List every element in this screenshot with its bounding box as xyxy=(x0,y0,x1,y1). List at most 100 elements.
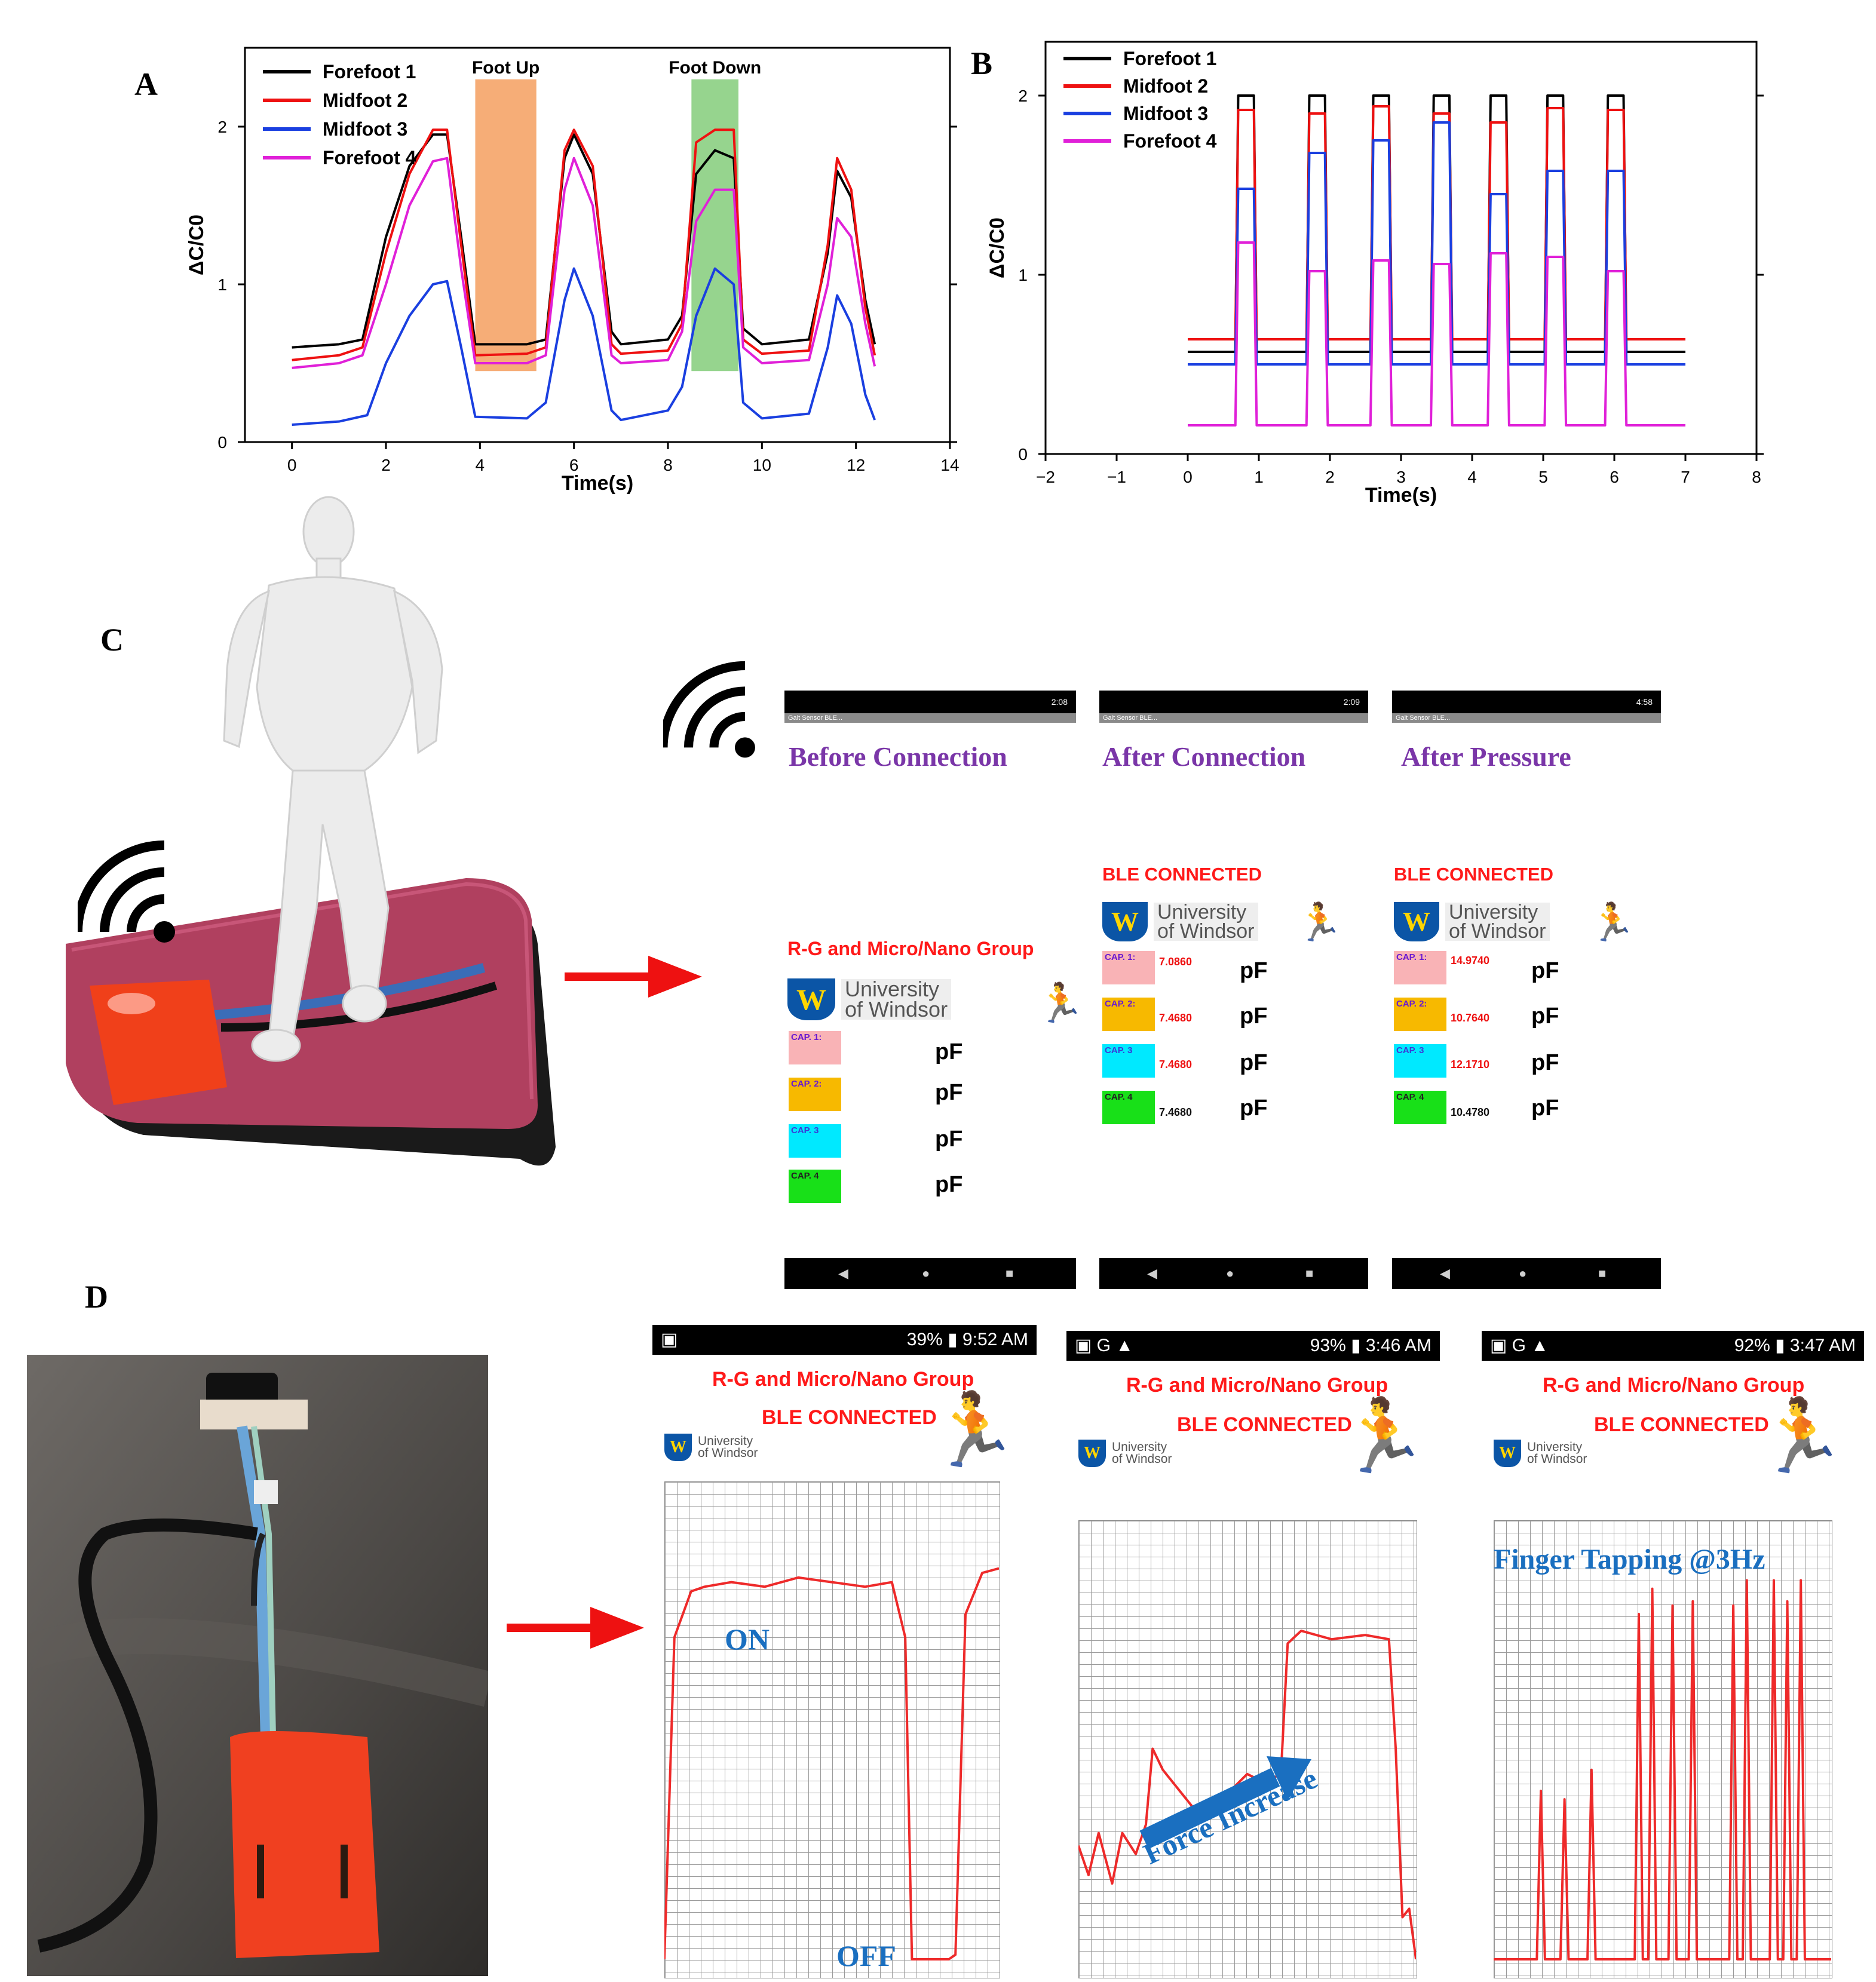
recents-icon[interactable]: ■ xyxy=(1598,1266,1607,1281)
y-tick-label: 1 xyxy=(1018,266,1028,284)
phone-status-bar: ▣39% ▮ 9:52 AM xyxy=(652,1325,1037,1355)
cap-1-value: 14.9740 xyxy=(1451,955,1490,967)
series-line xyxy=(292,128,876,361)
x-tick-label: 4 xyxy=(476,456,485,474)
runner-icon: 🏃 xyxy=(1296,902,1343,943)
series-line xyxy=(292,267,876,426)
uw-line-2: of Windsor xyxy=(698,1446,758,1460)
cap-3-value: 12.1710 xyxy=(1451,1059,1490,1070)
legend-label: Forefoot 1 xyxy=(323,61,416,82)
x-axis-label: Time(s) xyxy=(562,472,633,495)
recents-icon[interactable]: ■ xyxy=(1305,1266,1314,1281)
runner-icon: 🏃 xyxy=(1589,902,1636,943)
phone-status-bar: 2:09 xyxy=(1099,691,1368,713)
x-tick-label: 3 xyxy=(1396,468,1406,486)
plot-frame xyxy=(244,47,951,443)
recents-icon[interactable]: ■ xyxy=(1006,1266,1014,1281)
uw-line-2: of Windsor xyxy=(845,997,948,1021)
screen-title: After Connection xyxy=(1102,741,1306,772)
back-icon[interactable]: ◀ xyxy=(838,1266,848,1281)
cap-2-badge: CAP. 2: xyxy=(1394,998,1446,1031)
arrow-right-icon xyxy=(507,1607,644,1649)
group-label: R-G and Micro/Nano Group xyxy=(1126,1374,1388,1397)
x-tick-label: −1 xyxy=(1107,468,1126,486)
back-icon[interactable]: ◀ xyxy=(1147,1266,1157,1281)
x-tick-label: 5 xyxy=(1538,468,1548,486)
x-tick-label: 8 xyxy=(663,456,673,474)
legend-label: Midfoot 3 xyxy=(1123,103,1208,124)
legend-label: Forefoot 1 xyxy=(1123,48,1216,69)
wifi-icon xyxy=(663,661,755,758)
x-tick-label: 2 xyxy=(381,456,391,474)
cap-4-value: 10.4780 xyxy=(1451,1106,1490,1118)
phone-status-bar: ▣ G ▲93% ▮ 3:46 AM xyxy=(1066,1331,1440,1361)
uw-line-1: University xyxy=(1449,900,1538,923)
group-label: R-G and Micro/Nano Group xyxy=(712,1368,974,1391)
cap-1-badge: CAP. 1: xyxy=(1102,951,1155,984)
unit-label: pF xyxy=(1240,1004,1268,1029)
home-icon[interactable]: ● xyxy=(922,1266,930,1281)
annotation-band xyxy=(475,79,537,372)
uw-shield-icon: W xyxy=(1494,1440,1521,1467)
unit-label: pF xyxy=(1531,1050,1559,1075)
uw-line-1: University xyxy=(1157,900,1247,923)
annotation-label: Foot Up xyxy=(472,58,539,78)
app-title-bar: Gait Sensor BLE... xyxy=(784,713,1076,723)
uw-line-1: University xyxy=(845,976,940,1001)
unit-label: pF xyxy=(1240,1096,1268,1121)
uw-shield-icon: W xyxy=(664,1434,692,1461)
signal-grid xyxy=(664,1481,1000,1978)
nav-bar: ◀ ● ■ xyxy=(1099,1258,1368,1289)
unit-label: pF xyxy=(1240,1050,1268,1075)
ble-status-label: BLE CONNECTED xyxy=(762,1406,937,1429)
x-tick-label: 2 xyxy=(1325,468,1335,486)
annotation-label: Foot Down xyxy=(669,58,761,78)
home-icon[interactable]: ● xyxy=(1226,1266,1234,1281)
x-tick-label: −2 xyxy=(1036,468,1055,486)
x-axis-label: Time(s) xyxy=(1365,484,1437,507)
unit-label: pF xyxy=(1531,1096,1559,1121)
app-title-bar: Gait Sensor BLE... xyxy=(1392,713,1661,723)
cap-1-value: 7.0860 xyxy=(1159,956,1193,968)
on-label: ON xyxy=(725,1622,770,1656)
screen-title: After Pressure xyxy=(1401,741,1571,772)
nav-bar: ◀ ● ■ xyxy=(784,1258,1076,1289)
screen-title: Before Connection xyxy=(789,741,1007,772)
group-label: R-G and Micro/Nano Group xyxy=(1543,1374,1805,1397)
uw-shield-icon: W xyxy=(1394,902,1439,941)
cap-3-badge: CAP. 3 xyxy=(1102,1044,1155,1078)
x-tick-label: 10 xyxy=(753,456,771,474)
cap-2-value: 10.7640 xyxy=(1451,1012,1490,1024)
finger-tapping-label: Finger Tapping @3Hz xyxy=(1494,1544,1765,1575)
cap-4-badge: CAP. 4 xyxy=(1102,1091,1155,1124)
signal-line xyxy=(1494,1579,1831,1960)
y-axis-label: ΔC/C0 xyxy=(185,214,208,275)
cap-4-value: 7.4680 xyxy=(1159,1106,1193,1118)
uw-shield-icon: W xyxy=(1078,1440,1106,1467)
wifi-icon xyxy=(78,840,175,943)
legend-label: Forefoot 4 xyxy=(1123,130,1217,152)
y-tick-label: 1 xyxy=(217,275,227,294)
annotation-band xyxy=(691,79,738,372)
uw-shield-icon: W xyxy=(787,978,835,1020)
back-icon[interactable]: ◀ xyxy=(1440,1266,1450,1281)
home-icon[interactable]: ● xyxy=(1519,1266,1527,1281)
app-title-bar: Gait Sensor BLE... xyxy=(1099,713,1368,723)
cap-1-badge: CAP. 1: xyxy=(789,1031,841,1064)
signal-plot xyxy=(664,1567,999,1960)
arrow-right-icon xyxy=(565,956,702,998)
nav-bar: ◀ ● ■ xyxy=(1392,1258,1661,1289)
x-tick-label: 14 xyxy=(940,456,959,474)
cap-3-badge: CAP. 3 xyxy=(1394,1044,1446,1078)
x-tick-label: 7 xyxy=(1681,468,1690,486)
uw-line-1: University xyxy=(1112,1440,1167,1455)
unit-label: pF xyxy=(935,1127,963,1152)
series-line xyxy=(1188,241,1685,427)
uw-line-1: University xyxy=(1527,1440,1583,1455)
